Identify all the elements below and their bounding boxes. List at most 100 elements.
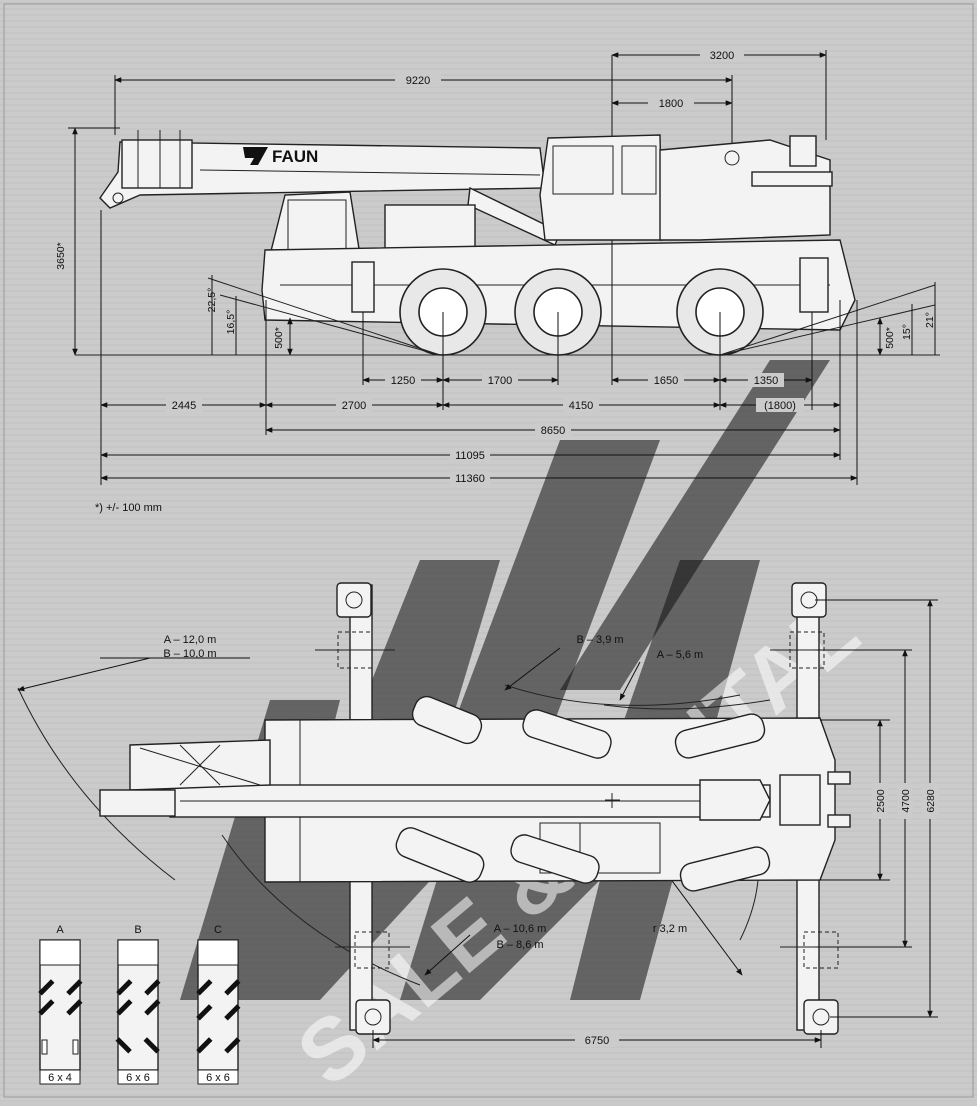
tire-top	[395, 827, 485, 883]
winch	[789, 135, 817, 167]
boom-head	[121, 139, 193, 189]
outrigger-retracted	[803, 931, 839, 969]
boom-section-line	[199, 169, 541, 176]
driven-wheel	[66, 999, 83, 1016]
tire-top	[522, 709, 612, 759]
dim-1650: 1650	[654, 375, 678, 387]
config-label-box	[197, 1069, 239, 1085]
rear-light	[827, 814, 851, 828]
driven-wheel	[144, 999, 161, 1016]
label-b-3-9: B – 3,9 m	[576, 634, 623, 646]
dim-6280: 6280	[925, 789, 937, 813]
counterweight	[751, 171, 833, 187]
outrigger-retracted	[354, 931, 390, 969]
boom	[99, 141, 546, 209]
watermark-logo	[560, 360, 830, 690]
driven-wheel	[196, 979, 213, 996]
dim-6750: 6750	[585, 1035, 609, 1047]
engine-housing	[384, 204, 476, 251]
hook-pin	[112, 192, 124, 204]
driven-wheel	[66, 979, 83, 996]
dim-height: 3650*	[55, 242, 67, 269]
label-boom-a: A – 12,0 m	[164, 634, 217, 646]
leader-line	[504, 647, 561, 691]
outrigger-pad-center	[345, 591, 363, 609]
superstructure	[659, 139, 831, 241]
jib-lattice	[179, 744, 221, 786]
label-a-5-6: A – 5,6 m	[657, 649, 703, 661]
crane-cab	[539, 134, 663, 241]
label-boom-b: B – 10,0 m	[163, 648, 216, 660]
winch-top	[779, 774, 821, 826]
driven-wheel	[38, 999, 55, 1016]
deck-plate	[579, 822, 661, 874]
driven-wheel	[196, 1004, 213, 1021]
driven-wheel	[115, 1037, 132, 1054]
dim-label-bg	[482, 373, 518, 387]
driven-wheel	[196, 1037, 213, 1054]
driven-wheel	[224, 979, 241, 996]
driven-wheel	[38, 979, 55, 996]
dim-label-bg	[535, 423, 571, 437]
dim-label-bg	[450, 448, 490, 462]
tire-top	[679, 846, 771, 892]
config-a: A 6 x 4	[38, 924, 83, 1085]
boom-head-top	[99, 789, 176, 817]
config-b: B 6 x 6	[115, 924, 161, 1085]
leader-line	[424, 934, 471, 976]
config-label: 6 x 6	[126, 1072, 150, 1084]
frame	[3, 3, 974, 1098]
approach-line	[207, 277, 441, 356]
dim-label-bg	[648, 96, 694, 110]
dim-1350: 1350	[754, 375, 778, 387]
driven-wheel	[116, 999, 133, 1016]
label-front-b: B – 8,6 m	[496, 939, 543, 951]
leader-line	[17, 657, 151, 692]
config-c: C 6 x 6	[196, 924, 241, 1085]
dim-8650: 8650	[541, 425, 565, 437]
angle-21: 21°	[924, 312, 936, 328]
driven-wheel	[144, 979, 161, 996]
cab-window	[552, 145, 614, 195]
dim-2700: 2700	[342, 400, 366, 412]
angle-22-5: 22,5°	[206, 288, 218, 313]
dim-1800: 1800	[659, 98, 683, 110]
idle-wheel	[72, 1039, 79, 1055]
config-cab	[197, 939, 239, 966]
driven-wheel	[224, 1037, 241, 1054]
angle-15: 15°	[901, 324, 913, 340]
outrigger-pad-center	[364, 1008, 382, 1026]
idle-wheel	[41, 1039, 48, 1055]
outrigger-pad	[355, 999, 391, 1035]
tire-top	[674, 713, 766, 759]
config-label-box	[39, 1069, 81, 1085]
rear-light	[827, 771, 851, 785]
label-tail-radius: r 3,2 m	[653, 923, 687, 935]
dim-label-bg	[872, 783, 888, 819]
config-letter: A	[56, 924, 64, 936]
outrigger-pad-center	[812, 1008, 830, 1026]
config-letter: B	[134, 924, 141, 936]
tire-top	[411, 695, 483, 745]
drive-configs: A 6 x 4 B 6 x 6 C	[38, 924, 241, 1085]
dim-1800-rear: (1800)	[764, 400, 796, 412]
slewing-center-mark	[724, 150, 740, 166]
brand-logo-text: FAUN	[272, 147, 318, 166]
dim-3200: 3200	[710, 50, 734, 62]
dim-label-bg	[922, 783, 938, 819]
arc-boom-radius	[17, 687, 176, 881]
outrigger-pad	[336, 582, 372, 618]
outrigger-box	[799, 257, 829, 313]
outrigger-box	[351, 261, 375, 313]
config-label: 6 x 6	[206, 1072, 230, 1084]
dim-label-bg	[897, 783, 913, 819]
cab-window	[621, 145, 657, 195]
dim-label-bg	[575, 1033, 619, 1047]
dim-label-bg	[336, 398, 372, 412]
config-label-box	[117, 1069, 159, 1085]
faun-logo: FAUN	[243, 147, 318, 166]
dim-label-bg	[450, 471, 490, 485]
dim-2445: 2445	[172, 400, 196, 412]
